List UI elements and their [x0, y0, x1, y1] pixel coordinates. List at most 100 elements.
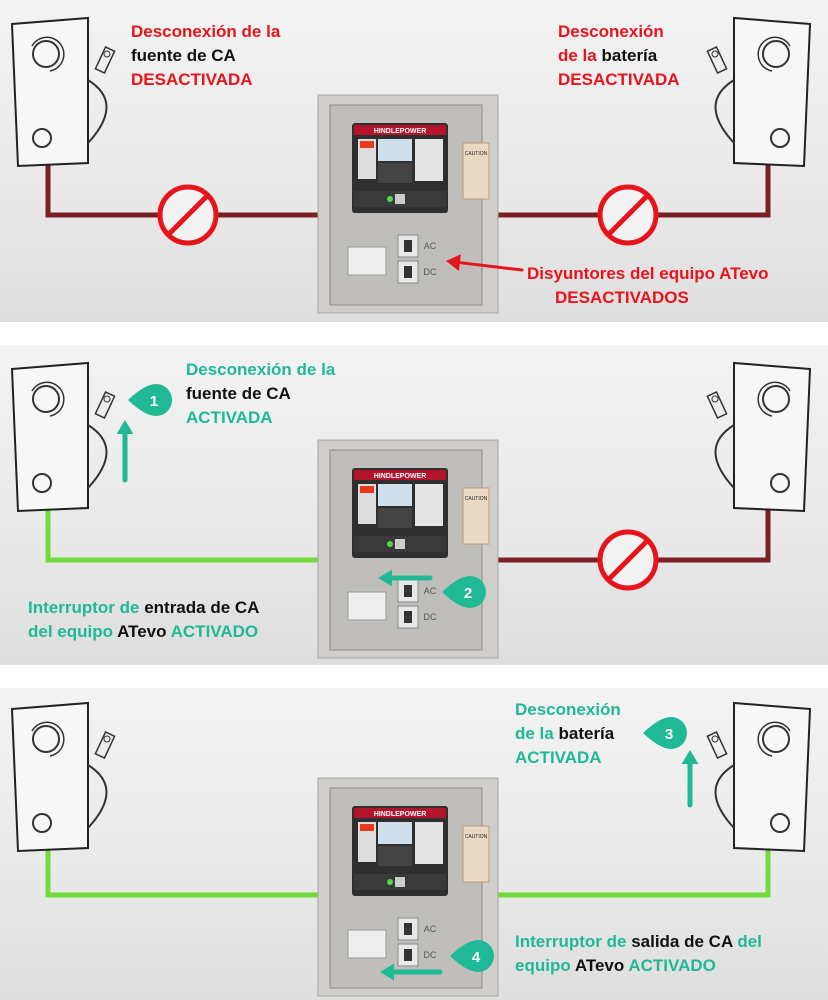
battery-disconnect-switch [706, 361, 812, 513]
label-line: Desconexión de la [131, 22, 281, 41]
step-number: 4 [472, 949, 481, 966]
step-number: 2 [464, 585, 472, 602]
label-line: fuente de CA [186, 384, 291, 403]
battery-disconnect-label: Desconexión de la batería ACTIVADA [515, 698, 621, 770]
bolt-icon [32, 813, 52, 833]
battery-wire [498, 160, 771, 218]
left-arrow-head [378, 569, 392, 587]
disconnect-box [733, 16, 812, 168]
breakers-label: Disyuntores del equipo ATevo DESACTIVADO… [527, 262, 769, 310]
knob-icon [762, 725, 790, 753]
handle-lever [94, 391, 116, 419]
knob-icon [32, 40, 60, 68]
battery-disconnect-switch [706, 16, 812, 168]
button-column [358, 822, 376, 862]
disconnect-box [733, 701, 812, 853]
dc-breaker-switch [404, 266, 412, 278]
dc-breaker-switch [404, 949, 412, 961]
label-line: Desconexión [558, 22, 664, 41]
brand-logo: HINDLEPOWER [374, 811, 427, 818]
lever-pin [103, 395, 111, 403]
label-line: ACTIVADA [515, 748, 602, 767]
handle-arc [714, 79, 735, 144]
disconnect-box [733, 361, 812, 513]
ac-wire [45, 160, 320, 218]
battery-disconnect-switch [706, 701, 812, 853]
label-segment: del equipo [28, 622, 113, 641]
ac-disconnect-label: Desconexión de la fuente de CA DESACTIVA… [131, 20, 280, 92]
handle-lever [706, 731, 728, 759]
up-arrow-head [681, 750, 699, 764]
dc-breaker-label: DC [424, 612, 437, 622]
label-segment: ACTIVADO [628, 956, 716, 975]
knob-ring [757, 36, 791, 72]
ac-breaker-switch [404, 585, 412, 597]
status-leds [415, 139, 443, 181]
handle-arc [87, 79, 108, 144]
battery-disconnect-label: Desconexión de la batería DESACTIVADA [558, 20, 680, 92]
label-segment: batería [558, 724, 615, 743]
ac-breaker-switch [404, 923, 412, 935]
handle-lever [94, 731, 116, 759]
label-segment: Interruptor de [28, 598, 140, 617]
label-segment: del [737, 932, 762, 951]
label-segment: ATevo [117, 622, 167, 641]
status-led [387, 879, 393, 885]
disconnect-box [10, 16, 89, 168]
knob-icon [762, 385, 790, 413]
handle-lever [706, 391, 728, 419]
ac-disconnect-switch [10, 361, 116, 513]
ac-disconnect-switch [10, 16, 116, 168]
ac-disconnect-switch [10, 701, 116, 853]
ac-input-breaker-label: Interruptor de entrada de CA del equipo … [28, 596, 259, 644]
label-segment: batería [601, 46, 658, 65]
caution-tag [462, 825, 490, 883]
handle-arc [87, 424, 108, 489]
status-led [387, 196, 393, 202]
brand-logo: HINDLEPOWER [374, 128, 427, 135]
brand-bar [354, 125, 446, 135]
keypad [378, 508, 412, 528]
dc-breaker-label: DC [424, 950, 437, 960]
handle-lever [706, 46, 728, 74]
ac-breaker-label: AC [424, 241, 437, 251]
handle-arc [87, 764, 108, 829]
pointer-arrow-head [446, 254, 461, 271]
label-segment: ATevo [574, 956, 625, 975]
step-badge [442, 576, 486, 608]
nameplate [347, 591, 387, 621]
keypad [378, 846, 412, 866]
alarm-indicator [360, 824, 374, 831]
dc-breaker-switch [404, 611, 412, 623]
knob-ring [757, 381, 791, 417]
label-line: DESACTIVADA [558, 70, 680, 89]
label-segment: equipo [515, 956, 571, 975]
status-led [387, 541, 393, 547]
lever-pin [711, 395, 719, 403]
step-badge-4: 4 [450, 940, 494, 972]
knob-ring [757, 721, 791, 757]
caution-tag [462, 487, 490, 545]
ac-breaker-label: AC [424, 924, 437, 934]
caution-text: CAUTION [465, 151, 488, 157]
battery-wire [498, 845, 771, 898]
bolt-icon [770, 473, 790, 493]
ac-disconnect-label: Desconexión de la fuente de CA ACTIVADA [186, 358, 335, 430]
bolt-icon [32, 128, 52, 148]
label-segment: entrada de CA [144, 598, 260, 617]
knob-ring [31, 381, 65, 417]
caution-text: CAUTION [465, 834, 488, 840]
knob-ring [31, 721, 65, 757]
ac-breaker-switch [404, 240, 412, 252]
mode-button [395, 194, 405, 204]
status-leds [415, 484, 443, 526]
brand-bar [354, 470, 446, 480]
lcd-display [378, 822, 412, 844]
label-line: DESACTIVADOS [555, 288, 689, 307]
lever-pin [103, 735, 111, 743]
handle-arc [714, 764, 735, 829]
step-badge [450, 940, 494, 972]
ac-wire [45, 845, 320, 898]
